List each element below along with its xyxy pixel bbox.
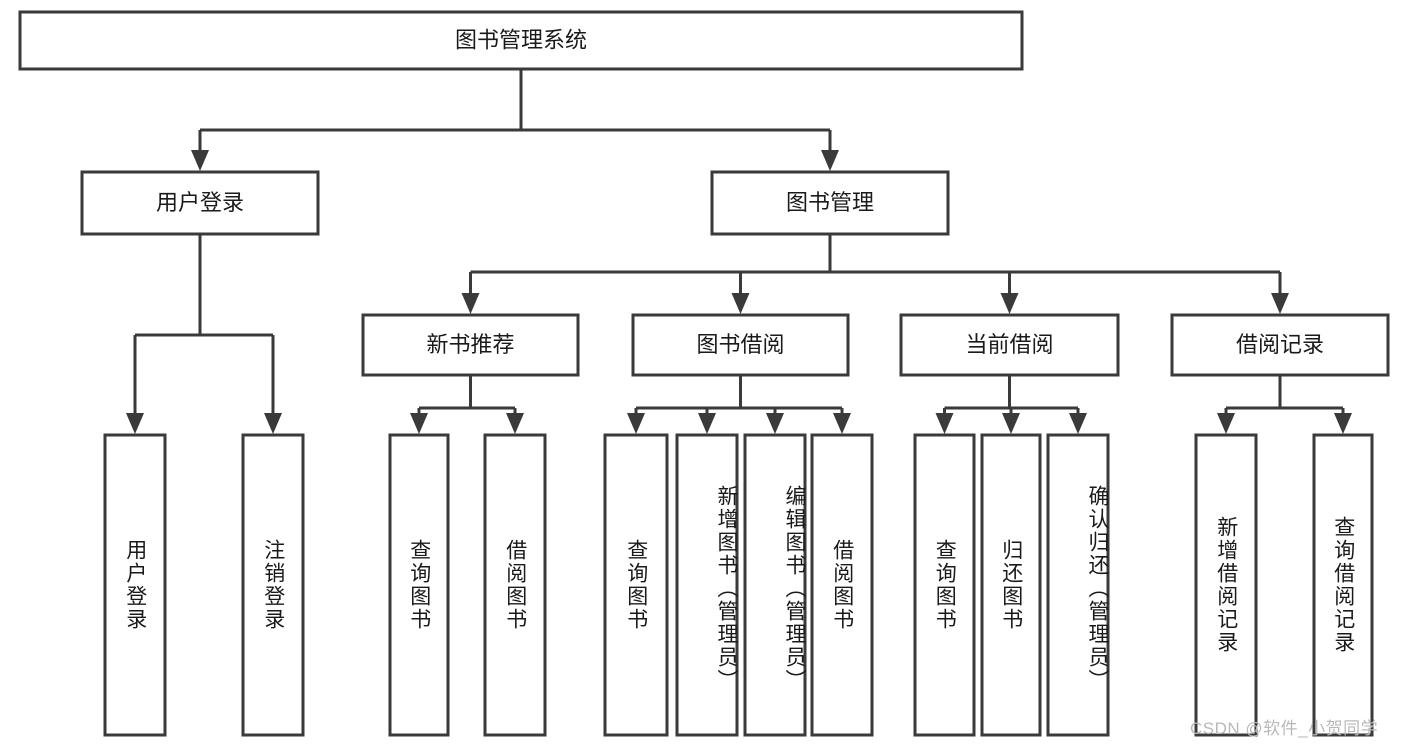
node-label-n-records: 借阅记录 (1236, 332, 1324, 357)
arrow-head-icon (1069, 413, 1087, 434)
node-box-n-book-mgmt[interactable] (710, 170, 950, 236)
node-box-l-query-book-3[interactable] (913, 433, 976, 737)
arrow-head-icon (191, 150, 209, 171)
node-box-n-user-login[interactable] (80, 170, 320, 236)
node-box-n-records[interactable] (1170, 313, 1390, 377)
arrow-head-icon (461, 293, 480, 314)
node-box-l-return-book[interactable] (980, 433, 1042, 737)
node-label-n-borrow: 图书借阅 (696, 332, 784, 357)
node-label-n-current: 当前借阅 (965, 332, 1053, 357)
arrow-head-icon (821, 150, 839, 171)
arrow-head-icon (126, 413, 144, 434)
node-box-l-borrow-book-2[interactable] (810, 433, 874, 737)
node-label-root: 图书管理系统 (455, 27, 587, 52)
node-box-l-add-record[interactable] (1194, 433, 1258, 737)
node-label-n-book-mgmt: 图书管理 (786, 190, 874, 215)
node-box-l-logout[interactable] (241, 433, 305, 737)
arrow-head-icon (1217, 413, 1235, 434)
node-box-n-current[interactable] (899, 313, 1120, 377)
node-box-n-new-rec[interactable] (361, 313, 580, 377)
node-label-n-user-login: 用户登录 (156, 190, 244, 215)
arrow-head-icon (766, 413, 784, 434)
node-box-l-borrow-book-1[interactable] (483, 433, 547, 737)
arrow-head-icon (935, 413, 954, 434)
connector-layer (126, 69, 1352, 434)
node-box-l-edit-book[interactable] (743, 433, 807, 737)
node-box-l-query-book-1[interactable] (388, 433, 450, 737)
node-box-l-query-record[interactable] (1312, 433, 1374, 737)
node-box-layer (18, 10, 1390, 737)
csdn-watermark: CSDN @软件_小贺同学 (1190, 719, 1379, 738)
node-box-root[interactable] (18, 10, 1024, 71)
arrow-head-icon (731, 293, 750, 314)
node-box-l-confirm-return[interactable] (1046, 433, 1110, 737)
arrow-head-icon (264, 413, 282, 434)
arrow-head-icon (410, 413, 428, 434)
node-box-l-query-book-2[interactable] (603, 433, 669, 737)
arrow-head-icon (698, 413, 716, 434)
node-box-n-borrow[interactable] (631, 313, 850, 377)
arrow-head-icon (1000, 293, 1019, 314)
arrow-head-icon (1334, 413, 1352, 434)
arrow-head-icon (1002, 413, 1020, 434)
node-label-n-new-rec: 新书推荐 (426, 332, 514, 357)
arrow-head-icon (1271, 293, 1289, 314)
node-box-l-add-book[interactable] (675, 433, 739, 737)
arrow-head-icon (833, 413, 851, 434)
arrow-head-icon (506, 413, 524, 434)
node-box-l-user-login[interactable] (103, 433, 167, 737)
arrow-head-icon (627, 413, 645, 434)
